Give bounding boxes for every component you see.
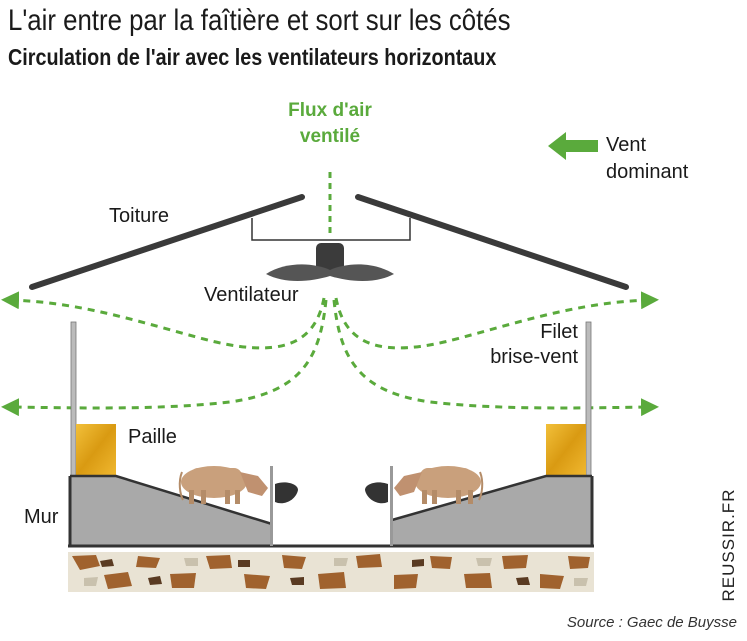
left-wall-floor <box>68 474 273 546</box>
fan-label: Ventilateur <box>204 284 299 306</box>
airflow-label: Flux d'air ventilé <box>272 98 388 150</box>
feed-barrier-left <box>270 466 273 546</box>
straw-bale-right <box>546 424 586 476</box>
feed-pile-left <box>275 482 298 504</box>
diagram-subtitle: Circulation de l'air avec les ventilateu… <box>8 44 497 70</box>
cow-left <box>178 466 268 504</box>
wind-label-line2: dominant <box>606 161 689 183</box>
wind-arrow <box>548 132 598 160</box>
ventilator-fan <box>266 243 394 281</box>
brand-text: REUSSIR.FR <box>719 488 738 602</box>
wall-label: Mur <box>24 506 59 528</box>
fan-bracket <box>251 218 411 241</box>
airflow-label-line1: Flux d'air <box>288 100 372 121</box>
roof-label: Toiture <box>109 205 170 227</box>
airflow-label-line2: ventilé <box>299 126 361 147</box>
stone-foundation <box>68 552 594 592</box>
windbreak-label-line2: brise-vent <box>490 346 578 368</box>
windbreak-label-line1: Filet <box>540 321 578 343</box>
cow-right <box>394 466 484 504</box>
feed-pile-right <box>365 482 388 504</box>
wind-label-line1: Vent <box>606 134 647 156</box>
windbreak-label: Filet brise-vent <box>470 320 578 370</box>
right-wall-floor <box>391 474 594 546</box>
feed-barrier-right <box>390 466 393 546</box>
straw-bale-left <box>76 424 116 476</box>
straw-label: Paille <box>128 426 177 448</box>
brand-watermark: REUSSIR.FR <box>715 470 743 620</box>
roof <box>29 194 629 290</box>
wind-label: Vent dominant <box>606 132 688 186</box>
source-credit: Source : Gaec de Buysse <box>566 614 737 631</box>
diagram-title: L'air entre par la faîtière et sort sur … <box>8 4 511 37</box>
